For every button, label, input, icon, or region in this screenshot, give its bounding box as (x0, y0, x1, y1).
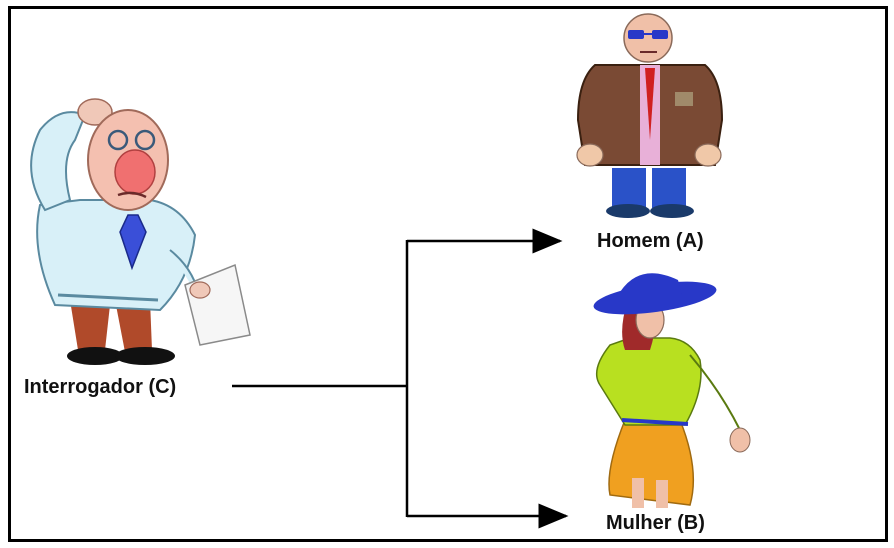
scratching-head-man-icon (30, 98, 251, 365)
connector-lines (232, 228, 569, 529)
man-label: Homem (A) (597, 230, 704, 252)
interrogator-label: Interrogador (C) (24, 376, 177, 398)
woman-with-hat-icon (593, 273, 751, 508)
man-in-sunglasses-icon (576, 13, 724, 218)
woman-label: Mulher (B) (606, 512, 705, 534)
